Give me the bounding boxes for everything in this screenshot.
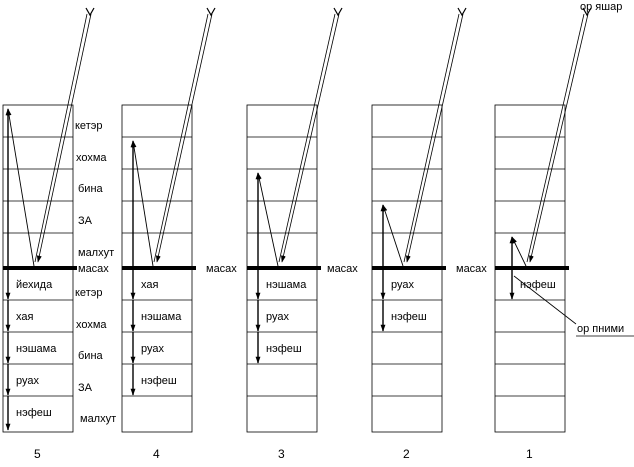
column-5-inner-label-3: нэшама	[16, 343, 57, 355]
column-5-incoming-light-arrow	[36, 13, 92, 263]
label-below-keter: кетэр	[75, 287, 102, 299]
column-5-inner-label-4: руах	[16, 375, 39, 387]
column-4-reflected-light-arrow	[131, 140, 154, 267]
column-2-inner-label-1: руах	[391, 279, 414, 291]
column-5-inner-label-2: хая	[16, 311, 33, 323]
label-above-hohma: хохма	[76, 152, 107, 164]
label-above-malhut: малхут	[78, 247, 114, 259]
column-2-incoming-light-arrow	[405, 13, 464, 263]
column-5-inner-label-5: нэфеш	[16, 407, 52, 419]
column-3-inner-label-3: нэфеш	[266, 343, 302, 355]
label-below-za: ЗА	[78, 382, 93, 394]
masah-label-5: масах	[78, 263, 109, 275]
column-3-incoming-light-arrow	[281, 13, 340, 263]
top-label-or-yashar: ор яшар	[580, 1, 622, 13]
column-5-incoming-light-line	[34, 13, 88, 263]
column-4-light-source-icon	[206, 7, 216, 17]
masah-label-1: масах	[456, 263, 487, 275]
column-3-reflected-light-arrow	[256, 172, 279, 267]
column-5-inner-label-1: йехида	[16, 279, 53, 291]
column-2-incoming-light-line	[403, 13, 460, 263]
column-3-inner-label-2: руах	[266, 311, 289, 323]
column-1-incoming-light-line	[526, 13, 585, 263]
column-2-light-source-icon	[457, 7, 467, 17]
masah-label-3: масах	[206, 263, 237, 275]
column-4-inner-label-1: хая	[141, 279, 158, 291]
column-4-inner-label-3: руах	[141, 343, 164, 355]
label-below-malhut: малхут	[80, 413, 116, 425]
column-1-incoming-light-arrow	[529, 13, 589, 263]
or-pnimi-pointer-line	[513, 275, 577, 325]
column-3-number: 3	[278, 447, 285, 461]
column-4-inner-label-2: нэшама	[141, 311, 182, 323]
column-4-inner-label-4: нэфеш	[141, 375, 177, 387]
column-1-number: 1	[526, 447, 533, 461]
column-1-light-source-icon	[582, 7, 592, 17]
masah-label-2: масах	[327, 263, 358, 275]
column-3-light-source-icon	[333, 7, 343, 17]
column-4-number: 4	[153, 447, 160, 461]
column-5-number: 5	[34, 447, 41, 461]
column-5-light-source-icon	[85, 7, 95, 17]
label-below-hohma: хохма	[76, 319, 107, 331]
label-below-bina: бина	[78, 350, 104, 362]
column-2-number: 2	[403, 447, 410, 461]
column-4-incoming-light-arrow	[155, 13, 213, 263]
column-2-inner-label-2: нэфеш	[391, 311, 427, 323]
side-label-or-pnimi: ор пними	[577, 323, 624, 335]
label-above-keter: кетэр	[75, 120, 102, 132]
column-2-reflected-light-arrow	[382, 204, 404, 267]
column-1-reflected-light-arrow	[511, 236, 527, 267]
label-above-za: ЗА	[78, 215, 93, 227]
label-above-bina: бина	[78, 183, 104, 195]
column-3-inner-label-1: нэшама	[266, 279, 307, 291]
column-3-incoming-light-line	[278, 13, 336, 263]
column-4-incoming-light-line	[153, 13, 209, 263]
column-5-reflected-light-arrow	[6, 108, 35, 267]
